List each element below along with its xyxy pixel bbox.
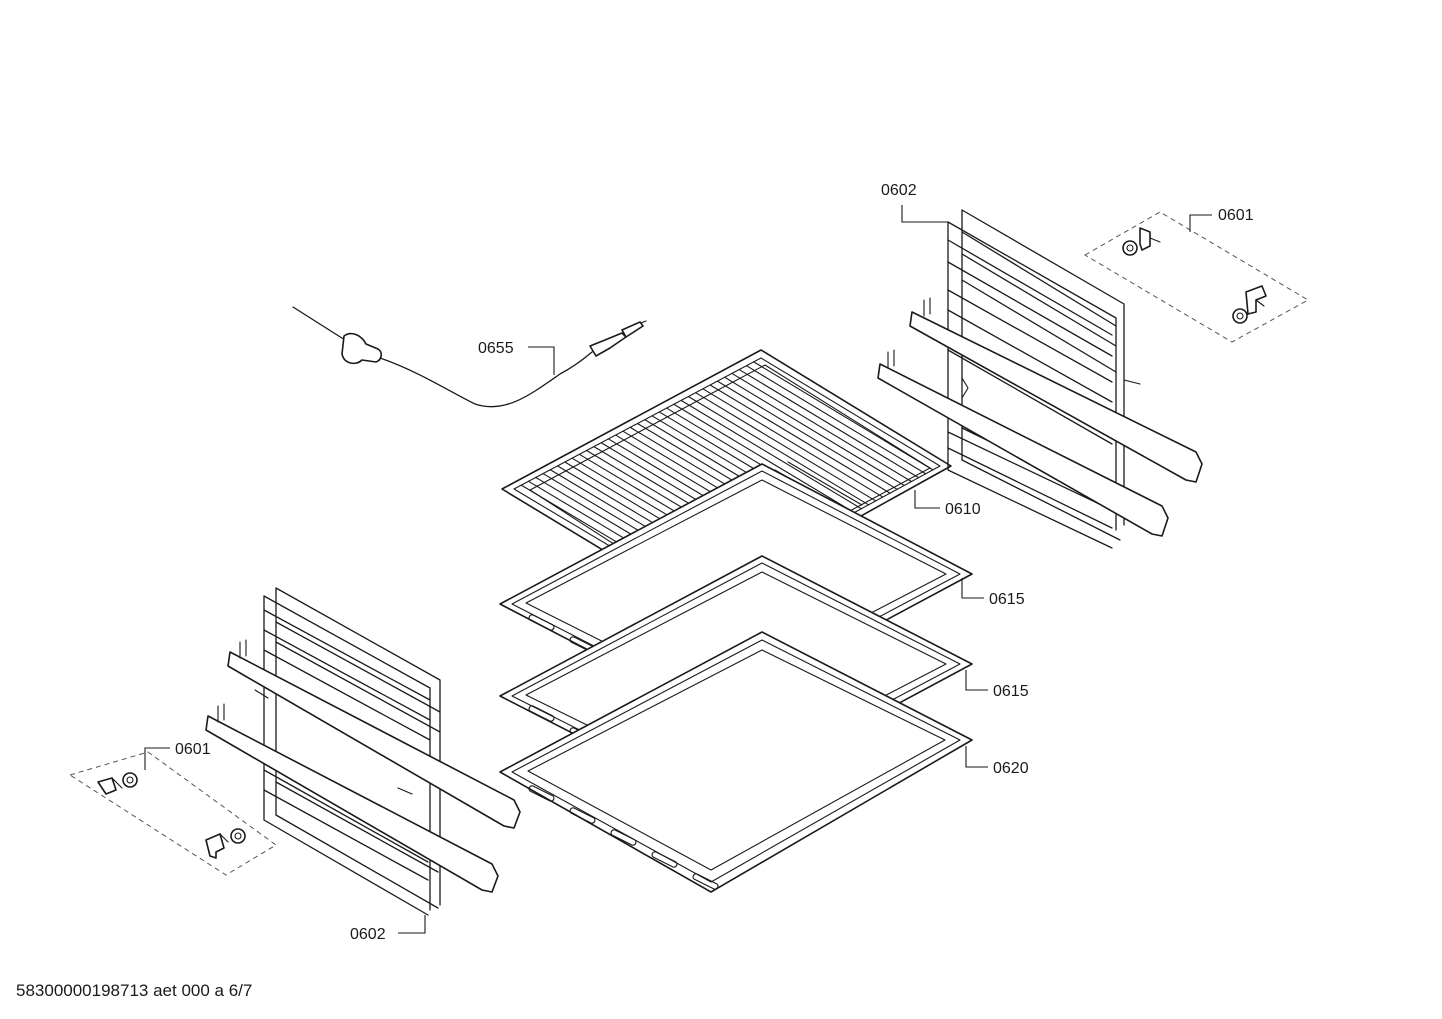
tray-slot (569, 807, 596, 824)
tray-slot (528, 785, 555, 802)
callout-leader-lines (144, 205, 1212, 934)
callout-0655: 0655 (478, 340, 514, 357)
grid-wire (745, 365, 927, 475)
tray-slot (651, 851, 678, 868)
side-rack-right-part (877, 209, 1203, 549)
callout-0620: 0620 (993, 760, 1029, 777)
grid-wire (687, 395, 870, 506)
callout-0615-middle: 0615 (993, 683, 1029, 700)
tray-slot (692, 873, 719, 890)
grid-wire (673, 403, 855, 514)
grid-wire (753, 361, 934, 471)
grid-wire (702, 388, 884, 498)
tray-slot (528, 614, 555, 631)
grid-wire (738, 369, 920, 479)
rack-clips-left-part (68, 751, 277, 876)
callout-0601-left: 0601 (175, 741, 211, 758)
side-rack-left-part (205, 587, 521, 916)
deep-tray-part (499, 631, 973, 893)
document-reference: 58300000198713 aet 000 a 6/7 (16, 981, 253, 1000)
rack-clips-right-part (1084, 211, 1310, 343)
callout-0602-right: 0602 (881, 182, 917, 199)
callout-0615-upper: 0615 (989, 591, 1025, 608)
tray-slot (610, 829, 637, 846)
grid-wire (724, 376, 905, 486)
meat-probe-part (292, 306, 647, 408)
grid-wire (709, 384, 891, 494)
grid-wire (695, 392, 877, 502)
tray-slot (528, 705, 555, 722)
grid-wire (731, 372, 912, 483)
callout-0610: 0610 (945, 501, 981, 518)
callout-0602-left: 0602 (350, 926, 386, 943)
grid-wire (716, 380, 898, 490)
callout-0601-right: 0601 (1218, 207, 1254, 224)
grid-wire (680, 399, 862, 510)
